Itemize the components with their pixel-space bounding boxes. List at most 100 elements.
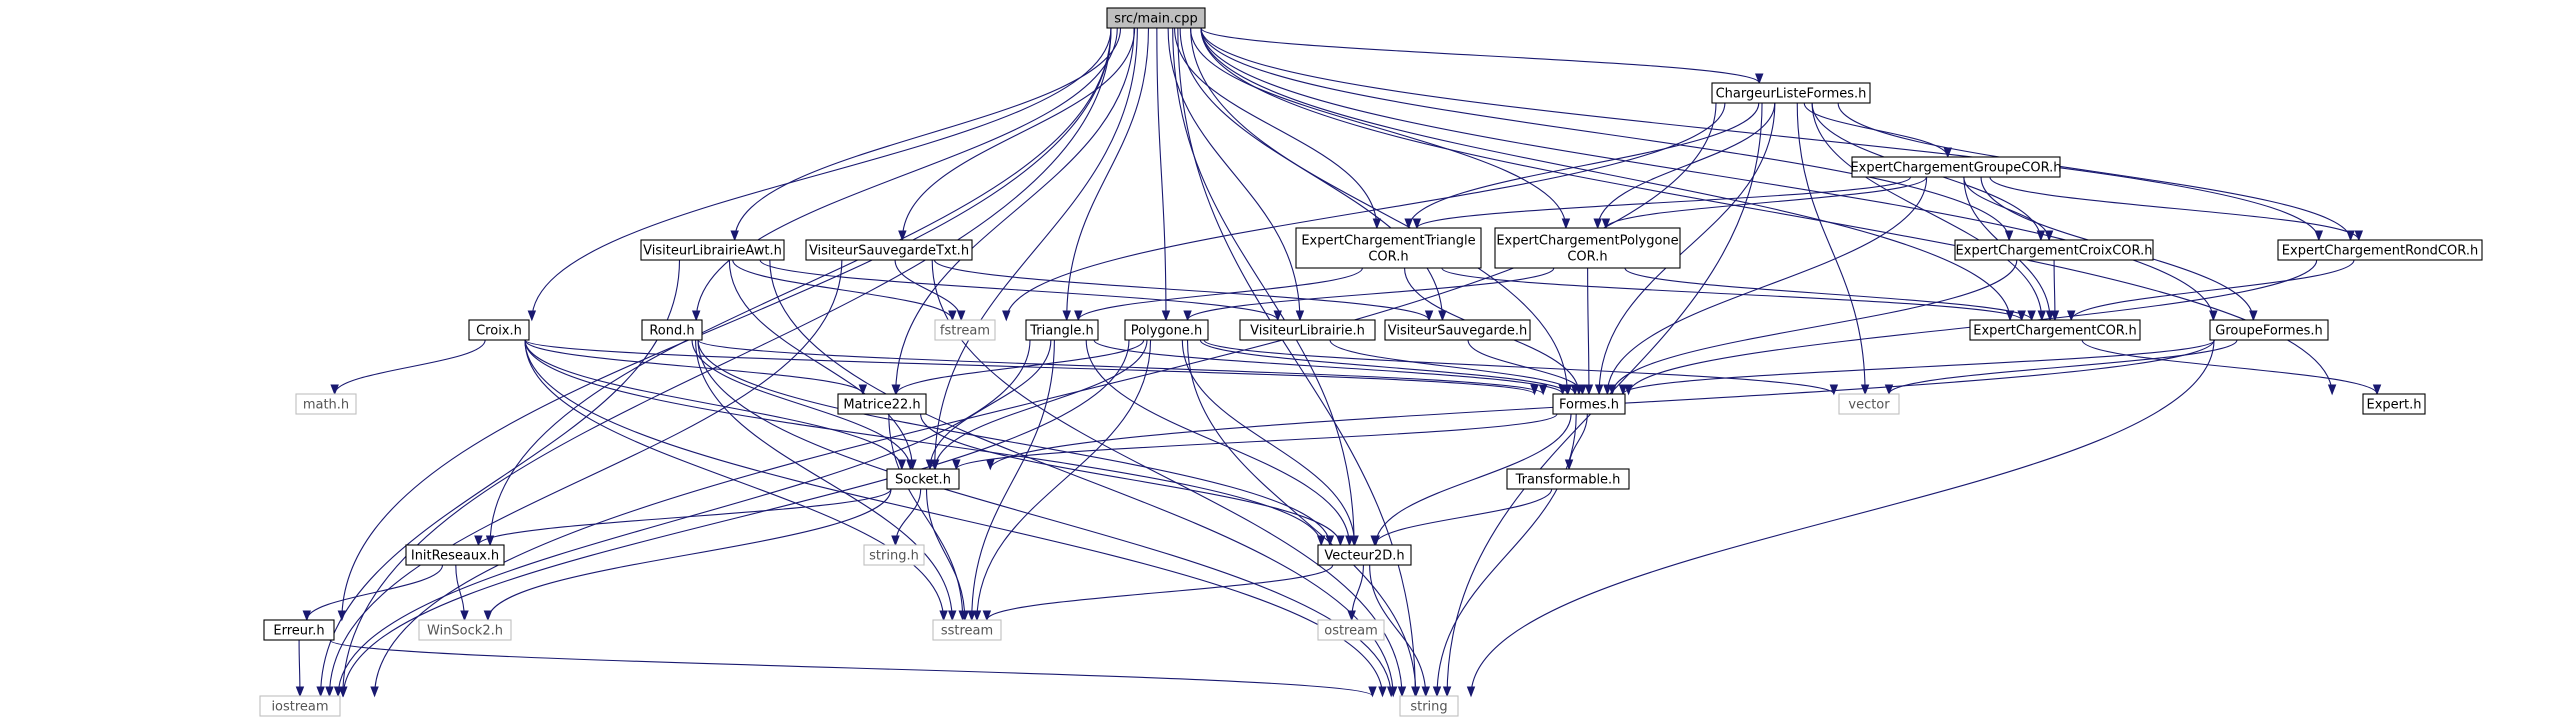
- node-croix[interactable]: Croix.h: [468, 319, 530, 341]
- arrow-head-icon: [939, 610, 948, 622]
- node-box: [1106, 7, 1206, 29]
- arrow-head-icon: [1372, 218, 1382, 230]
- edge-line: [524, 339, 903, 470]
- edge-ExpertChargementGroupeCOR-to-ExpertChargementRondCOR: [1989, 176, 2364, 242]
- edge-line: [732, 259, 953, 321]
- node-formes[interactable]: Formes.h: [1552, 393, 1626, 415]
- edge-line: [695, 27, 1118, 321]
- node-expertchargementcor[interactable]: ExpertChargementCOR.h: [1969, 319, 2141, 341]
- node-box: [1711, 82, 1871, 104]
- node-matrice22[interactable]: Matrice22.h: [837, 393, 927, 415]
- arrow-head-icon: [2027, 310, 2036, 322]
- edge-main-to-Polygone: [1156, 27, 1171, 322]
- node-visiteursauvegardetxt[interactable]: VisiteurSauvegardeTxt.h: [805, 239, 973, 261]
- node-socket[interactable]: Socket.h: [886, 468, 960, 490]
- node-expert[interactable]: Expert.h: [2362, 393, 2426, 415]
- node-main[interactable]: src/main.cpp: [1106, 7, 1206, 29]
- node-box: [1552, 393, 1626, 415]
- node-chargeurlisteformes[interactable]: ChargeurListeFormes.h: [1711, 82, 1871, 104]
- arrow-head-icon: [1397, 686, 1407, 698]
- edge-Matrice22-to-Vecteur2D: [920, 413, 1345, 547]
- node-box: [468, 319, 530, 341]
- node-triangle[interactable]: Triangle.h: [1025, 319, 1099, 341]
- node-box: [1239, 319, 1376, 341]
- node-initreseaux[interactable]: InitReseaux.h: [405, 544, 505, 566]
- arrow-head-icon: [460, 610, 469, 622]
- arrow-head-icon: [2036, 230, 2046, 242]
- node-box: [1969, 319, 2141, 341]
- arrow-head-icon: [1466, 686, 1476, 698]
- node-erreur[interactable]: Erreur.h: [263, 619, 335, 641]
- edge-line: [1598, 102, 1776, 395]
- arrow-head-icon: [1350, 535, 1359, 547]
- arrow-head-icon: [1884, 384, 1894, 396]
- arrow-head-icon: [2346, 230, 2355, 242]
- edge-line: [2081, 339, 2378, 395]
- node-label: ExpertChargementCOR.h: [1973, 324, 2137, 339]
- node-visiteursauvegarde[interactable]: VisiteurSauvegarde.h: [1384, 319, 1531, 341]
- node-transformable[interactable]: Transformable.h: [1506, 468, 1630, 490]
- node-visiteurlibrairie[interactable]: VisiteurLibrairie.h: [1239, 319, 1376, 341]
- edge-line: [934, 27, 1138, 470]
- node-box: [934, 319, 996, 341]
- arrow-head-icon: [730, 230, 739, 242]
- node-label: ExpertChargementCroixCOR.h: [1956, 244, 2153, 259]
- node-stringh: string.h: [863, 544, 925, 566]
- arrow-head-icon: [1421, 686, 1431, 698]
- node-groupeformes[interactable]: GroupeFormes.h: [2209, 319, 2329, 341]
- arrow-head-icon: [1370, 535, 1379, 547]
- edge-Socket-to-InitReseaux: [474, 488, 892, 547]
- edge-ExpertChargementPolygoneCOR-to-Formes: [1584, 267, 1594, 396]
- node-expertchargementgroupecor[interactable]: ExpertChargementGroupeCOR.h: [1850, 156, 2062, 178]
- edge-line: [1156, 27, 1167, 321]
- arrow-head-icon: [527, 310, 537, 322]
- node-label: vector: [1848, 398, 1890, 413]
- edge-Croix-to-Vecteur2D: [524, 339, 1326, 547]
- node-expertchargementrondcor[interactable]: ExpertChargementRondCOR.h: [2277, 239, 2483, 261]
- arrow-head-icon: [967, 610, 976, 622]
- edge-line: [1200, 27, 2011, 321]
- node-label: ExpertChargementGroupeCOR.h: [1850, 161, 2061, 176]
- edge-line: [1989, 176, 2360, 241]
- edge-VisiteurLibrairieAwt-to-VisiteurLibrairie: [759, 259, 1282, 322]
- arrow-head-icon: [1316, 535, 1326, 547]
- arrow-head-icon: [1411, 686, 1421, 698]
- edge-ExpertChargementPolygoneCOR-to-ExpertChargementCOR: [1624, 267, 2036, 322]
- node-label: string: [1410, 700, 1447, 715]
- arrow-head-icon: [1608, 384, 1617, 396]
- edge-main-to-Rond: [691, 27, 1118, 322]
- node-label: Erreur.h: [273, 624, 324, 639]
- edge-ExpertChargementCroixCOR-to-ExpertChargementCOR: [2050, 259, 2060, 322]
- node-vecteur2d[interactable]: Vecteur2D.h: [1317, 544, 1412, 566]
- arrow-head-icon: [339, 686, 348, 698]
- node-rond[interactable]: Rond.h: [641, 319, 703, 341]
- node-box: [1384, 319, 1531, 341]
- node-expertchargementcroixcor[interactable]: ExpertChargementCroixCOR.h: [1954, 239, 2154, 261]
- node-polygone[interactable]: Polygone.h: [1124, 319, 1209, 341]
- edge-Croix-to-sstream: [524, 339, 948, 622]
- arrow-head-icon: [1347, 610, 1356, 622]
- edge-Croix-to-math: [330, 339, 486, 396]
- edge-Rond-to-sstream: [695, 339, 957, 622]
- edge-line: [1587, 267, 1590, 395]
- edge-line: [734, 27, 1122, 241]
- edge-Socket-to-sstream: [925, 488, 970, 622]
- node-box: [640, 239, 785, 261]
- arrow-head-icon: [1161, 310, 1171, 322]
- edge-main-to-string: [1177, 27, 1420, 698]
- edge-main-to-VisiteurLibrairie: [1167, 27, 1305, 322]
- arrow-head-icon: [925, 459, 935, 471]
- node-label: Triangle.h: [1029, 324, 1093, 339]
- node-box: [259, 695, 341, 717]
- arrow-head-icon: [1074, 310, 1083, 322]
- node-visiteurlibrairieawt[interactable]: VisiteurLibrairieAwt.h: [640, 239, 785, 261]
- edge-Socket-to-WinSock2: [483, 488, 892, 622]
- node-ostream: ostream: [1317, 619, 1385, 641]
- node-label: Croix.h: [476, 324, 522, 339]
- edge-Erreur-to-iostream: [295, 639, 305, 698]
- edge-line: [2070, 259, 2355, 321]
- arrow-head-icon: [1345, 535, 1354, 547]
